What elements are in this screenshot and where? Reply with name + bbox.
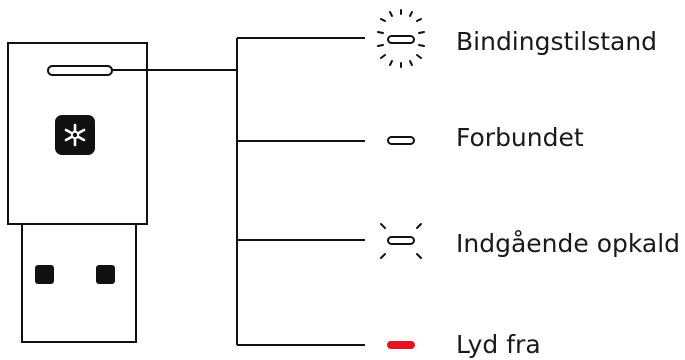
label-connected: Forbundet: [456, 123, 584, 152]
pulsing-led-icon: [380, 223, 422, 259]
steady-led-icon: [387, 136, 415, 145]
usb-receiver: [7, 42, 148, 343]
usb-contact-right: [96, 265, 115, 284]
label-muted: Lyd fra: [456, 330, 541, 359]
blinking-led-icon: [377, 9, 425, 68]
led-indicator-slot: [47, 65, 113, 76]
usb-contact-left: [35, 265, 54, 284]
asterisk-logo-icon: [55, 115, 95, 155]
connector-lines: [112, 37, 365, 346]
usb-plug: [21, 224, 137, 343]
label-binding-state: Bindingstilstand: [456, 27, 658, 56]
receiver-body: [7, 42, 148, 225]
label-incoming-call: Indgående opkald: [456, 229, 681, 258]
red-led-icon: [387, 341, 415, 349]
